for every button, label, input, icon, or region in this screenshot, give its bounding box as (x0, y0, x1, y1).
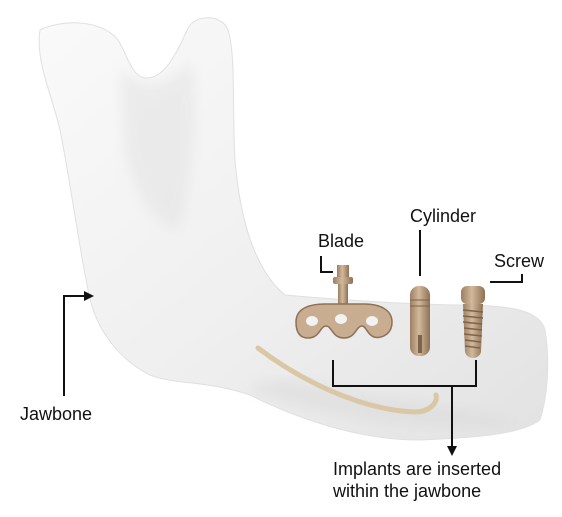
cylinder-implant (410, 286, 430, 356)
screw-leader (490, 274, 522, 282)
mandible-body (39, 18, 548, 440)
cylinder-slot (418, 335, 422, 353)
blade-hole-2 (335, 314, 347, 324)
blade-post-collar (333, 277, 353, 284)
blade-hole-1 (306, 316, 318, 326)
label-implants: Implants are inserted within the jawbone (333, 458, 501, 502)
label-blade: Blade (318, 231, 364, 251)
jawbone-shape (39, 18, 548, 440)
jawbone-leader (64, 296, 86, 396)
label-implants-line-1: Implants are inserted (333, 458, 501, 480)
screw-head (461, 286, 485, 304)
blade-hole-3 (366, 316, 378, 326)
blade-leader (321, 256, 333, 272)
implants-arrowhead (447, 446, 457, 456)
label-jawbone: Jawbone (20, 404, 92, 424)
blade-neck (338, 284, 348, 304)
blade-post (337, 265, 349, 277)
label-cylinder: Cylinder (410, 206, 476, 226)
label-implants-line-2: within the jawbone (333, 480, 501, 502)
label-screw: Screw (494, 251, 544, 271)
